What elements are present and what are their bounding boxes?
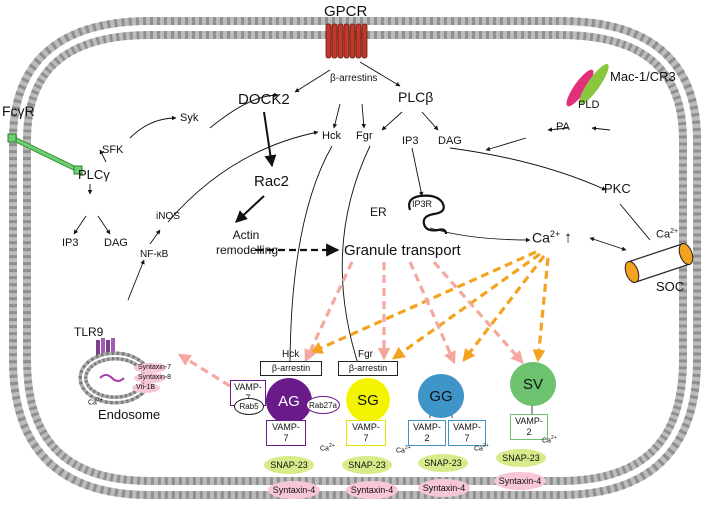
rab27a-label: Rab27a [306,396,340,414]
sg-kinase-label: Fgr [358,349,373,360]
fcgr-label: FcγR [2,103,35,119]
ag-vamp-bottom-box: VAMP-7 [266,420,306,446]
ca-cytosol-label: Ca2+ ↑ [532,229,573,247]
fgr-label: Fgr [356,130,373,142]
cell-membrane [8,17,701,499]
actin-remodelling-label: Actin remodelling [216,228,279,257]
ip3-left-label: IP3 [62,237,79,249]
er-label: ER [370,205,387,219]
soc-label: SOC [656,279,685,294]
snap23-1: SNAP-23 [264,456,314,474]
pa-label: PA [556,121,570,133]
signalling-arrows [73,61,651,371]
mac1-receptor [566,64,609,107]
gg-vamp7-box: VAMP-7 [448,420,486,446]
ca-3: Ca2+ [474,443,489,453]
ag-kinase-label: Hck [282,349,300,360]
ag-granule: AG [266,378,312,424]
tlr9-receptor [96,338,115,362]
ag-arrestin-box: β-arrestin [260,361,322,376]
syntaxin4-2: Syntaxin-4 [346,481,398,499]
sg-arrestin-box: β-arrestin [338,361,398,376]
snap23-2: SNAP-23 [342,456,392,474]
rab5-label: Rab5 [234,398,264,415]
tlr9-label: TLR9 [74,325,104,339]
plcg-label: PLCγ [78,167,110,182]
dock2-label: DOCK2 [238,91,290,108]
fcgr-receptor [7,133,83,175]
ip3-right-label: IP3 [402,135,419,147]
hck-label: Hck [322,130,341,142]
gpcr-label: GPCR [324,3,368,20]
beta-arrestins-label: β-arrestins [330,73,378,84]
transport-arrows [177,260,524,388]
vti1b-label: Vti-1B [136,384,156,391]
mac1-label: Mac-1/CR3 [610,69,676,84]
rac2-label: Rac2 [254,173,290,190]
sv-granule: SV [510,362,556,406]
ca-4: Ca2+ [542,435,557,445]
ca-2: Ca2+ [396,445,411,455]
gg-vamp2-box: VAMP-2 [408,420,446,446]
ca-1: Ca2+ [320,443,335,453]
syntaxin7-label: Syntaxin-7 [138,364,172,371]
endosome-label: Endosome [98,407,161,422]
ca-extracellular-label: Ca2+ [656,228,679,241]
endosome-ca-label: Ca2+ [88,397,103,407]
dag-left-label: DAG [104,237,128,249]
ip3r-label: IP3R [412,199,433,209]
plcb-label: PLCβ [398,89,434,105]
calcium-arrows [309,250,550,363]
snap23-4: SNAP-23 [496,449,546,467]
gg-granule: GG [418,374,464,418]
sg-granule: SG [346,378,390,422]
syntaxin4-3: Syntaxin-4 [418,479,470,497]
bold-arrows [235,111,277,223]
pkc-label: PKC [604,181,631,196]
inos-label: iNOS [156,211,180,222]
nfkb-label: NF-κB [140,249,169,260]
gpcr-receptor [325,23,368,59]
sg-vamp-box: VAMP-7 [346,420,386,446]
sv-vamp-box: VAMP-2 [510,414,548,440]
granule-transport-label: Granule transport [344,242,461,259]
sfk-label: SFK [102,144,124,156]
syntaxin4-1: Syntaxin-4 [268,481,320,499]
syntaxin8-label: Syntaxin-8 [138,374,172,381]
endosome [78,351,166,405]
dag-right-label: DAG [438,135,462,147]
snap23-3: SNAP-23 [418,454,468,472]
soc-channel [624,242,694,284]
pld-label: PLD [578,99,600,111]
syntaxin4-4: Syntaxin-4 [494,472,546,490]
syk-label: Syk [180,112,199,124]
